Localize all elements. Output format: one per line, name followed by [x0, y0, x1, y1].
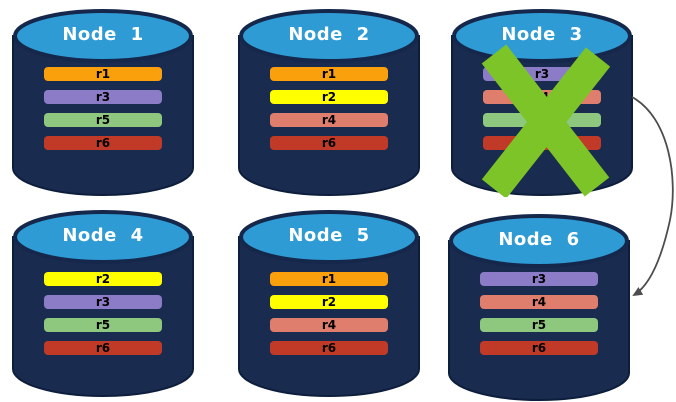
replica-bar: r1	[270, 67, 388, 81]
replica-bar: r5	[44, 318, 162, 332]
node-title: Node 5	[288, 225, 370, 246]
replica-bar: r5	[480, 318, 598, 332]
node-3-failed: Node 3 r3 r4 r5 r6	[449, 7, 635, 197]
replica-bar: r3	[480, 272, 598, 286]
replica-bar: r2	[44, 272, 162, 286]
replica-bar: r1	[270, 272, 388, 286]
replica-bar: r4	[270, 318, 388, 332]
replica-bar: r3	[44, 90, 162, 104]
replica-list: r1 r3 r5 r6	[44, 67, 162, 150]
replica-list: r2 r3 r5 r6	[44, 272, 162, 355]
node-title: Node 6	[498, 229, 580, 250]
replica-bar: r2	[270, 90, 388, 104]
node-title: Node 1	[62, 24, 144, 45]
node-5: Node 5 r1 r2 r4 r6	[236, 208, 422, 398]
node-title: Node 2	[288, 24, 370, 45]
replica-bar: r6	[270, 341, 388, 355]
node-2: Node 2 r1 r2 r4 r6	[236, 7, 422, 197]
node-6: Node 6 r3 r4 r5 r6	[446, 212, 632, 402]
replica-bar: r1	[44, 67, 162, 81]
replica-bar: r2	[270, 295, 388, 309]
replica-list: r3 r4 r5 r6	[483, 67, 601, 150]
replica-bar: r4	[270, 113, 388, 127]
replica-bar: r4	[480, 295, 598, 309]
node-4: Node 4 r2 r3 r5 r6	[10, 208, 196, 398]
replica-bar: r6	[480, 341, 598, 355]
node-1: Node 1 r1 r3 r5 r6	[10, 7, 196, 197]
replica-bar: r6	[44, 341, 162, 355]
node-title: Node 4	[62, 225, 144, 246]
replica-bar: r6	[44, 136, 162, 150]
node-title: Node 3	[501, 24, 583, 45]
replica-list: r3 r4 r5 r6	[480, 272, 598, 355]
replica-list: r1 r2 r4 r6	[270, 67, 388, 150]
replica-bar: r5	[483, 113, 601, 127]
replica-bar: r6	[483, 136, 601, 150]
replica-bar: r5	[44, 113, 162, 127]
replica-list: r1 r2 r4 r6	[270, 272, 388, 355]
replica-bar: r6	[270, 136, 388, 150]
replica-bar: r3	[483, 67, 601, 81]
replica-bar: r3	[44, 295, 162, 309]
replica-bar: r4	[483, 90, 601, 104]
